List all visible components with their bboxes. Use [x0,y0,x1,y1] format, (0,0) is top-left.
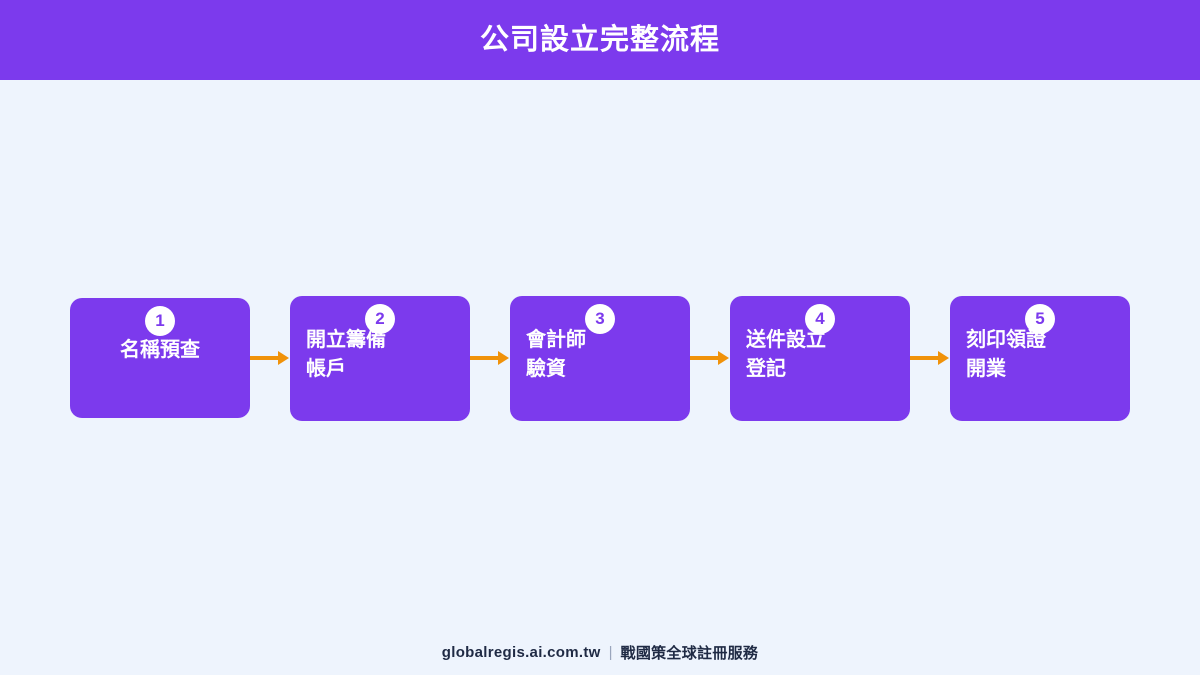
step-number-badge-3: 3 [585,303,615,334]
arrow-head [718,351,729,365]
page-title: 公司設立完整流程 [479,23,720,56]
step-label-1: 名稱預查 [120,339,200,361]
page-footer: globalregis.ai.com.tw | 戰國策全球註冊服務 [0,640,1200,664]
arrow-head [498,351,509,365]
flow-step-2[interactable]: 2 開立籌備 帳戶 [290,295,470,421]
process-flow: 1 名稱預查 2 開立籌備 帳戶 3 會計師 驗資 4 送件設立 登記 [70,293,1130,423]
footer-site-url: globalregis.ai.com.tw [441,643,601,661]
step-number-badge-5: 5 [1025,303,1055,334]
arrow-right-icon-1 [250,351,290,365]
arrow-shaft [690,356,718,360]
page-header: 公司設立完整流程 [0,0,1200,80]
step-label-2: 開立籌備 帳戶 [306,328,386,380]
arrow-head [278,351,289,365]
arrow-right-icon-3 [690,351,730,365]
arrow-head [938,351,949,365]
arrow-shaft [470,356,498,360]
arrow-shaft [910,356,938,360]
footer-separator: | [608,643,613,661]
step-label-5: 刻印領證 開業 [966,328,1046,380]
arrow-right-icon-4 [910,351,950,365]
footer-brand-name: 戰國策全球註冊服務 [620,644,759,662]
step-number-badge-2: 2 [365,303,395,334]
flow-step-1[interactable]: 1 名稱預查 [70,298,250,418]
arrow-shaft [250,356,278,360]
step-label-4: 送件設立 登記 [746,328,826,380]
step-label-3: 會計師 驗資 [526,328,586,380]
flow-canvas: 1 名稱預查 2 開立籌備 帳戶 3 會計師 驗資 4 送件設立 登記 [0,80,1200,675]
flow-step-4[interactable]: 4 送件設立 登記 [730,295,910,421]
arrow-right-icon-2 [470,351,510,365]
flow-step-3[interactable]: 3 會計師 驗資 [510,295,690,421]
step-number-badge-4: 4 [805,303,835,334]
step-number-badge-1: 1 [145,306,175,336]
flow-step-5[interactable]: 5 刻印領證 開業 [950,295,1130,421]
